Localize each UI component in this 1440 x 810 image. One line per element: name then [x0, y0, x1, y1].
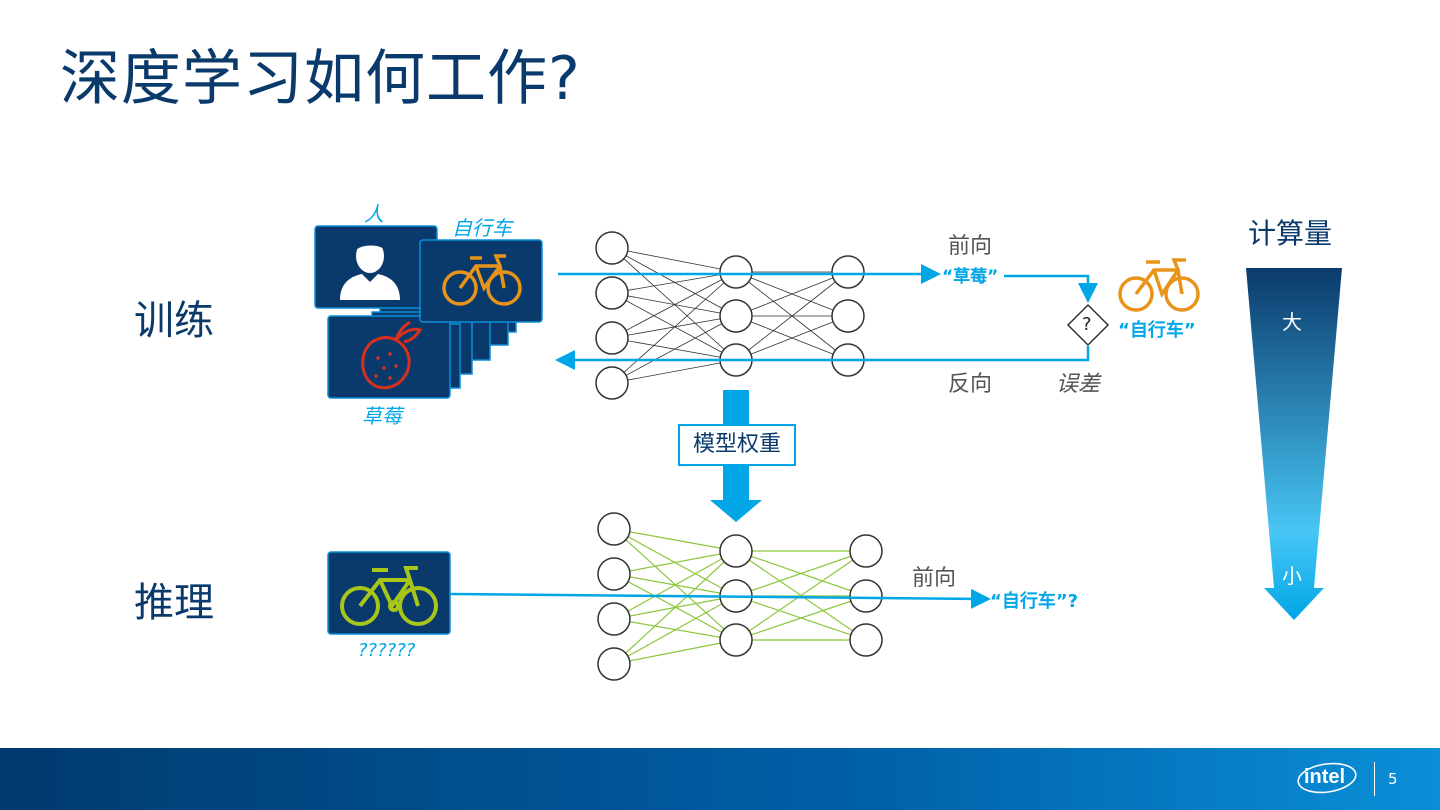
page-number: 5 — [1388, 770, 1398, 788]
strawberry-card — [327, 315, 451, 399]
person-card — [314, 225, 438, 309]
bicycle-card — [419, 239, 543, 323]
training-image-stack — [314, 225, 543, 399]
compute-gradient-arrow — [1246, 268, 1342, 620]
person-label: 人 — [364, 202, 384, 226]
footer-bar: intel 5 — [0, 748, 1440, 810]
inference-forward-label: 前向 — [912, 566, 957, 591]
footer-divider — [1374, 762, 1375, 796]
target-label: “自行车” — [1118, 320, 1196, 341]
training-network — [611, 247, 849, 384]
inference-network — [613, 528, 867, 665]
bicycle-icon — [1118, 258, 1200, 312]
training-network-nodes — [595, 231, 865, 400]
compute-high-label: 大 — [1282, 310, 1302, 334]
model-weights-box: 模型权重 — [678, 424, 796, 466]
training-forward-label: 前向 — [948, 234, 993, 259]
strawberry-icon — [361, 320, 423, 390]
bicycle-icon — [340, 566, 438, 626]
training-forward-arrow — [558, 264, 1098, 303]
training-output-label: “草莓” — [942, 267, 999, 287]
intel-logo-text: intel — [1304, 766, 1346, 788]
inference-output-label: “自行车”? — [990, 591, 1079, 612]
bicycle-icon — [442, 254, 522, 306]
training-section-label: 训练 — [134, 298, 214, 344]
training-backward-label: 反向 — [948, 372, 993, 397]
error-label: 误差 — [1056, 372, 1101, 397]
deep-learning-diagram — [314, 225, 1342, 681]
inference-image-card — [327, 551, 451, 635]
person-icon — [340, 238, 400, 300]
inference-forward-arrow — [449, 588, 991, 609]
training-backward-arrow — [555, 346, 1090, 370]
compute-low-label: 小 — [1282, 564, 1302, 588]
compare-symbol: ? — [1082, 314, 1092, 335]
intel-logo: intel — [1296, 760, 1358, 794]
inference-network-nodes — [597, 512, 883, 681]
inference-image-label: ?????? — [358, 640, 416, 661]
strawberry-label: 草莓 — [362, 404, 402, 428]
inference-section-label: 推理 — [134, 580, 214, 626]
compare-diamond — [1066, 303, 1110, 347]
bicycle-label: 自行车 — [452, 216, 512, 240]
compute-title: 计算量 — [1248, 217, 1333, 250]
page-title: 深度学习如何工作? — [60, 44, 581, 114]
